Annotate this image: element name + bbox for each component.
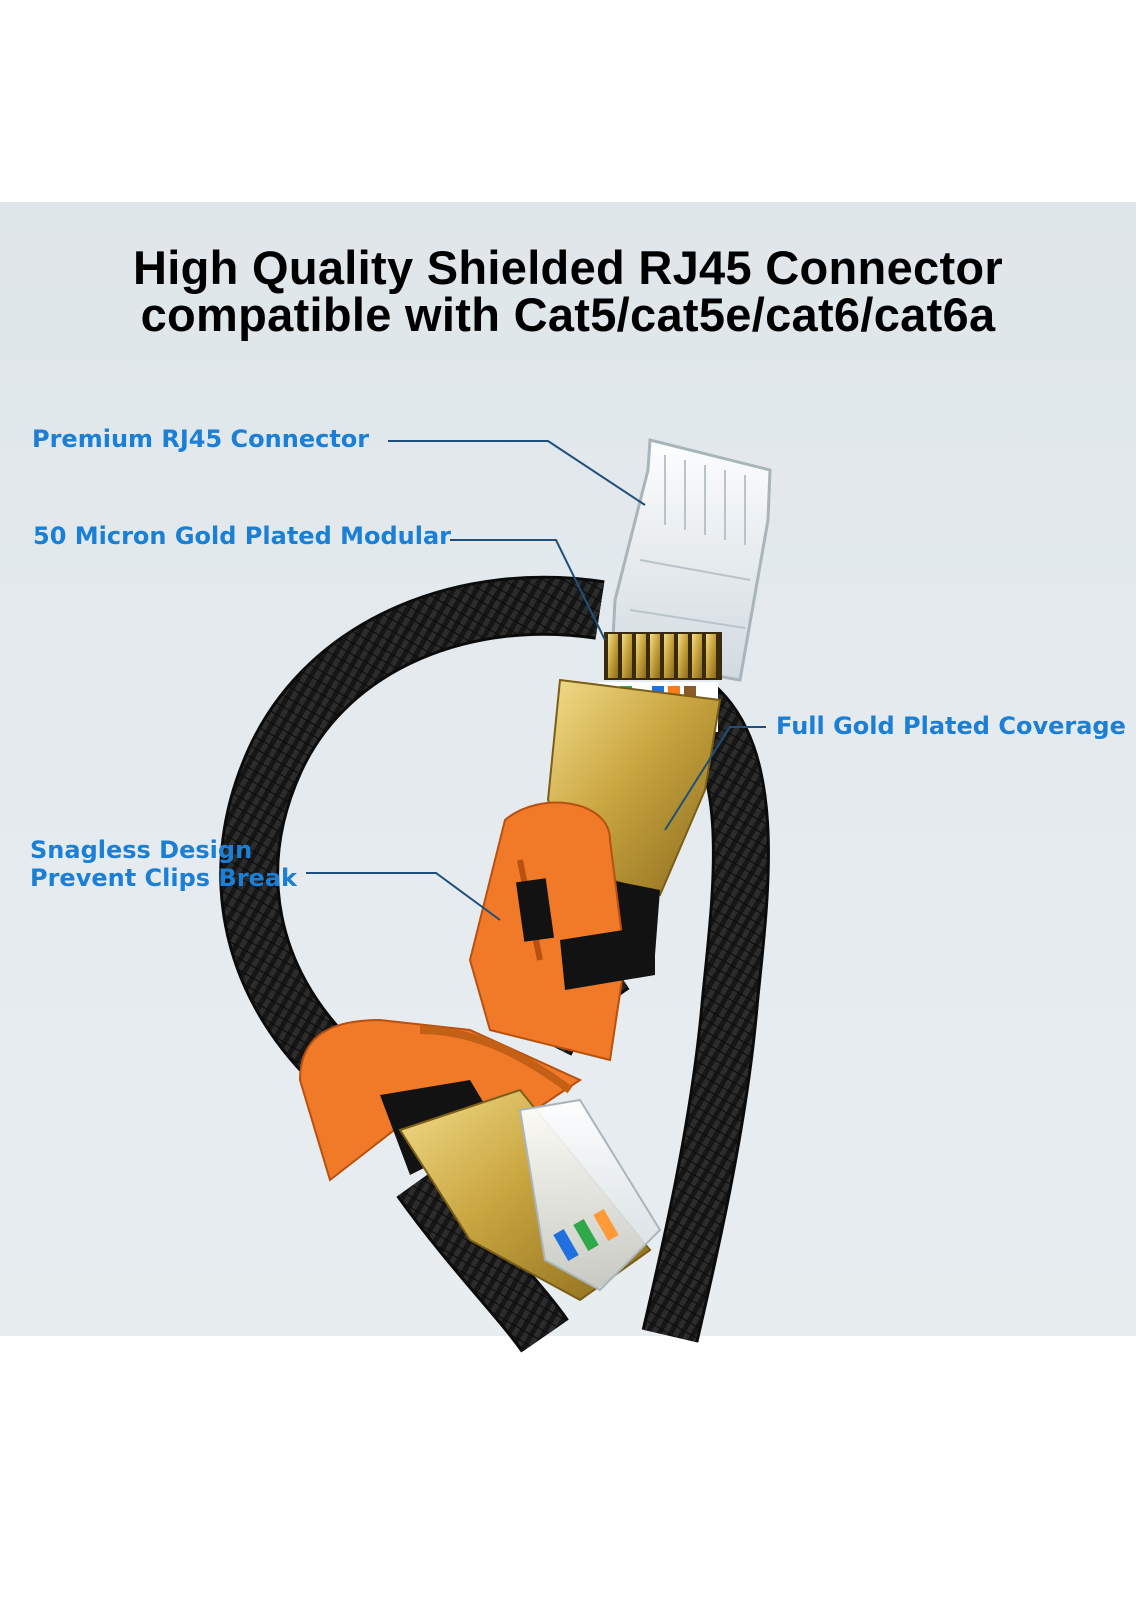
orange-boot-upper: [468, 801, 655, 1062]
rj45-clear-head-lower: [518, 1098, 662, 1292]
callout-leader-lines: [306, 440, 766, 921]
callout-snagless: Snagless Design Prevent Clips Break: [30, 836, 297, 892]
callout-snagless-line2: Prevent Clips Break: [30, 864, 297, 892]
title-line-2: compatible with Cat5/cat5e/cat6/cat6a: [140, 288, 996, 341]
page-title: High Quality Shielded RJ45 Connector com…: [0, 244, 1136, 338]
title-line-1: High Quality Shielded RJ45 Connector: [133, 241, 1003, 294]
callout-snagless-line1: Snagless Design: [30, 836, 253, 864]
gold-contact-pins: [604, 632, 722, 680]
callout-premium-connector: Premium RJ45 Connector: [32, 425, 370, 453]
callout-gold-modular: 50 Micron Gold Plated Modular: [33, 522, 451, 550]
callout-full-gold-coverage: Full Gold Plated Coverage: [776, 712, 1126, 740]
